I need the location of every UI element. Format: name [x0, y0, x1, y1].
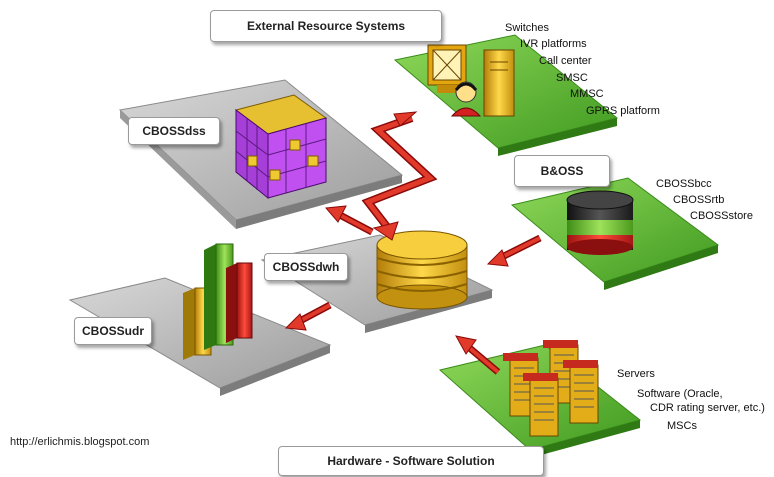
external-item-smsc: SMSC [556, 72, 588, 84]
node-label-dwh: CBOSSdwh [264, 253, 348, 281]
hardware-item-cdr: CDR rating server, etc.) [650, 402, 765, 414]
external-item-call-center: Call center [539, 55, 592, 67]
boss-item-rtb: CBOSSrtb [673, 194, 725, 206]
watermark-url: http://erlichmis.blogspot.com [10, 436, 150, 448]
external-resource-icon [427, 44, 515, 117]
database-stack-icon [376, 230, 468, 310]
arrow-dwh-to-udr [284, 301, 332, 331]
node-label-udr: CBOSSudr [74, 317, 152, 345]
boss-item-bcc: CBOSSbcc [656, 178, 712, 190]
external-systems-title: External Resource Systems [210, 10, 442, 42]
hardware-item-software: Software (Oracle, [637, 388, 723, 400]
node-label-boss: B&OSS [514, 155, 610, 187]
hardware-item-mscs: MSCs [667, 420, 697, 432]
node-label-dss: CBOSSdss [128, 117, 220, 145]
server-racks-icon [503, 340, 599, 437]
arrow-boss-to-dwh [486, 234, 542, 267]
data-cube-icon [234, 94, 328, 200]
external-item-gprs: GPRS platform [586, 105, 660, 117]
boss-storage-icon [566, 190, 634, 255]
hardware-solution-title: Hardware - Software Solution [278, 446, 544, 476]
arrow-dwh-to-dss [324, 205, 374, 236]
external-item-switches: Switches [505, 22, 550, 34]
arrow-external-to-dwh [361, 111, 438, 241]
hardware-item-servers: Servers [617, 368, 655, 380]
arrow-hardware-to-dwh [455, 335, 501, 375]
bar-chart-icon [183, 243, 253, 360]
boss-item-store: CBOSSstore [690, 210, 753, 222]
external-item-ivr: IVR platforms [520, 38, 587, 50]
external-item-mmsc: MMSC [570, 88, 604, 100]
